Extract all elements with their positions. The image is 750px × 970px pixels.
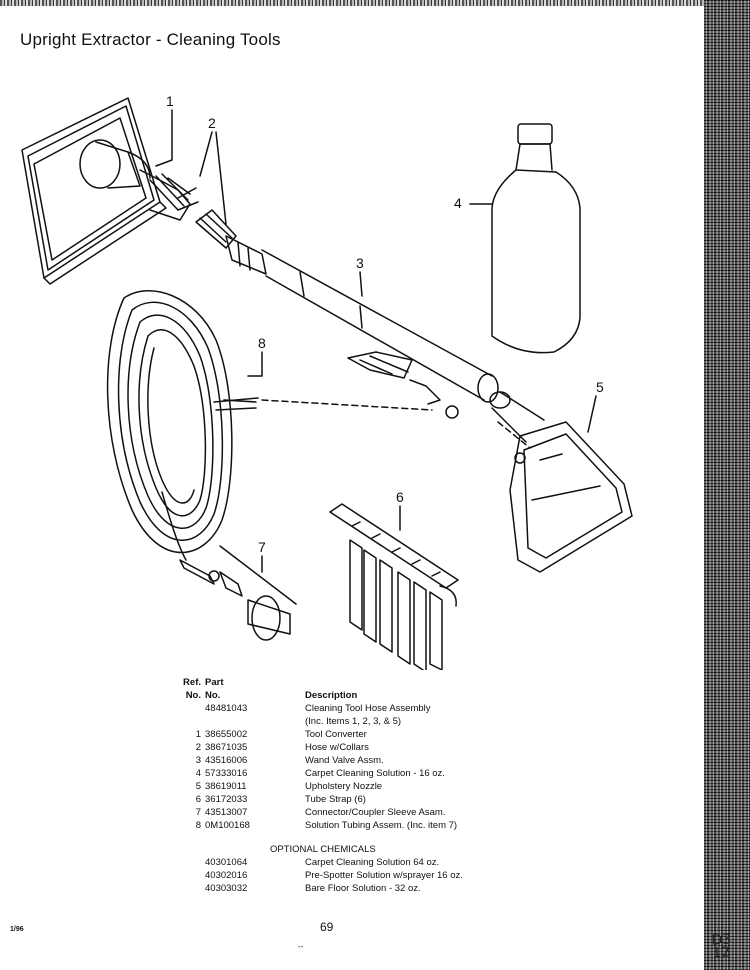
- ref-cell: 1: [195, 729, 201, 740]
- solution-tubing-coil-part: [106, 290, 259, 561]
- description-cell: Solution Tubing Assem. (Inc. item 7): [305, 820, 458, 831]
- description-header: Description: [305, 690, 358, 701]
- optional-chemicals-section: OPTIONAL CHEMICALS 40301064 Carpet Cleani…: [180, 843, 565, 895]
- description-cell: Upholstery Nozzle: [305, 781, 383, 792]
- table-row: 5 38619011 Upholstery Nozzle: [180, 780, 565, 793]
- ref-header: Ref.: [183, 677, 201, 688]
- spacer: [180, 856, 205, 869]
- handwritten-line-2: 12: [711, 944, 731, 962]
- spacer: [180, 869, 205, 882]
- ref-cell: [180, 715, 205, 728]
- footer-code: 1/96: [10, 926, 24, 933]
- leader-line-3: [359, 271, 363, 297]
- part-no-header: No.: [205, 690, 221, 701]
- part-number-cell: 40302016: [205, 870, 248, 881]
- ref-cell: 4: [195, 768, 201, 779]
- table-body: 48481043 Cleaning Tool Hose Assembly (Inc.…: [180, 702, 565, 832]
- part-number-cell: 43513007: [205, 807, 248, 818]
- ref-cell: 5: [195, 781, 201, 792]
- description-cell: Hose w/Collars: [305, 742, 369, 753]
- description-cell: Connector/Coupler Sleeve Asam.: [305, 807, 446, 818]
- description-cell: Cleaning Tool Hose Assembly: [305, 703, 431, 714]
- table-row: (Inc. Items 1, 2, 3, & 5): [180, 715, 565, 728]
- footer-dash: --: [298, 942, 304, 951]
- description-cell: Tube Strap (6): [305, 794, 366, 805]
- leader-line-8: [247, 351, 263, 377]
- ref-cell: 2: [195, 742, 201, 753]
- table-row: 7 43513007 Connector/Coupler Sleeve Asam.: [180, 806, 565, 819]
- ref-no-header: No.: [185, 690, 201, 701]
- part-number-cell: 0M100168: [205, 820, 250, 831]
- description-cell: Bare Floor Solution - 32 oz.: [305, 883, 421, 894]
- callout-3: 3: [356, 255, 364, 271]
- leader-line-2: [199, 131, 227, 225]
- page-title: Upright Extractor - Cleaning Tools: [20, 30, 281, 49]
- scan-binding-edge: [704, 0, 750, 970]
- part-number-cell: 43516006: [205, 755, 248, 766]
- part-number-cell: 38655002: [205, 729, 248, 740]
- connection-dashed-line: [261, 399, 531, 449]
- list-item: 40301064 Carpet Cleaning Solution 64 oz.: [180, 856, 565, 869]
- callout-8: 8: [258, 335, 266, 351]
- part-number-cell: [205, 715, 305, 728]
- leader-line-1: [155, 109, 173, 167]
- table-header-row-2: No. No. Description: [180, 689, 565, 702]
- upholstery-nozzle-part: [489, 391, 633, 573]
- table-row: 3 43516006 Wand Valve Assm.: [180, 754, 565, 767]
- wand-part: [261, 249, 499, 419]
- callout-6: 6: [396, 489, 404, 505]
- callout-4: 4: [454, 195, 462, 211]
- part-number-cell: 57333016: [205, 768, 248, 779]
- parts-list-table: Ref. Part No. No. Description 48481043 Cl…: [180, 676, 565, 832]
- callout-5: 5: [596, 379, 604, 395]
- callout-7: 7: [258, 539, 266, 555]
- list-item: 40302016 Pre-Spotter Solution w/sprayer 1…: [180, 869, 565, 882]
- page-number: 69: [320, 920, 334, 934]
- table-row: 8 0M100168 Solution Tubing Assem. (Inc. it…: [180, 819, 565, 832]
- ref-cell: [180, 702, 205, 715]
- tube-straps-part: [329, 503, 459, 670]
- solution-bottle-part: [491, 123, 581, 354]
- description-cell: Pre-Spotter Solution w/sprayer 16 oz.: [305, 870, 463, 881]
- description-cell: Tool Converter: [305, 729, 367, 740]
- ref-cell: 3: [195, 755, 201, 766]
- description-cell: Carpet Cleaning Solution 64 oz.: [305, 857, 440, 868]
- table-row: 48481043 Cleaning Tool Hose Assembly: [180, 702, 565, 715]
- ref-cell: 7: [195, 807, 201, 818]
- part-header: Part: [205, 677, 224, 688]
- table-row: 4 57333016 Carpet Cleaning Solution - 16 o…: [180, 767, 565, 780]
- description-cell: Wand Valve Assm.: [305, 755, 384, 766]
- part-number-cell: 40303032: [205, 883, 248, 894]
- part-number-cell: 40301064: [205, 857, 248, 868]
- scan-top-edge: [0, 0, 750, 6]
- table-row: 2 38671035 Hose w/Collars: [180, 741, 565, 754]
- list-item: 40303032 Bare Floor Solution - 32 oz.: [180, 882, 565, 895]
- ref-cell: 6: [195, 794, 201, 805]
- description-cell: (Inc. Items 1, 2, 3, & 5): [305, 716, 402, 727]
- tool-converter-part: [21, 97, 167, 285]
- spacer: [180, 882, 205, 895]
- description-cell: Carpet Cleaning Solution - 16 oz.: [305, 768, 445, 779]
- optional-chemicals-title: OPTIONAL CHEMICALS: [270, 844, 376, 855]
- part-number-cell: 36172033: [205, 794, 248, 805]
- coupler-sleeve-part: [179, 545, 297, 641]
- handwritten-note: D3 12: [711, 931, 732, 962]
- leader-line-5: [587, 395, 597, 433]
- table-row: 1 38655002 Tool Converter: [180, 728, 565, 741]
- part-number-cell: 38671035: [205, 742, 248, 753]
- part-number-cell: 48481043: [205, 703, 248, 714]
- table-row: 6 36172033 Tube Strap (6): [180, 793, 565, 806]
- part-number-cell: 38619011: [205, 781, 247, 792]
- callout-1: 1: [166, 93, 174, 109]
- ref-cell: 8: [195, 820, 201, 831]
- exploded-parts-diagram: 1 2 3 4 5 6 7 8: [21, 93, 633, 670]
- table-header-row-1: Ref. Part: [180, 676, 565, 689]
- callout-2: 2: [208, 115, 216, 131]
- hose-part: [139, 169, 267, 275]
